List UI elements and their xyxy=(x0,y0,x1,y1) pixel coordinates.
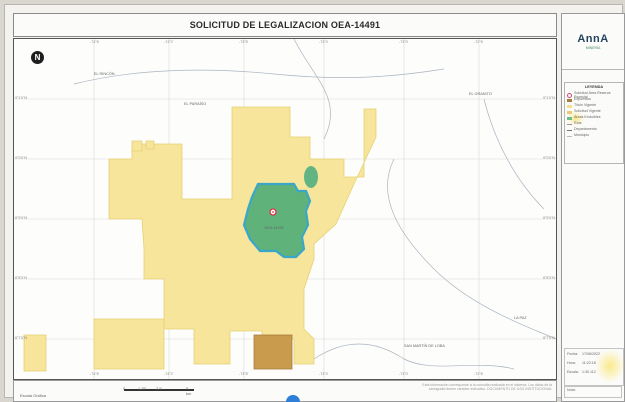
left-tick: 9°1'0"N xyxy=(15,96,27,100)
legend-item: Solicitud Área Reserva Especial xyxy=(565,91,623,99)
logo-text: AnnA xyxy=(577,33,609,45)
legend-item: Departamento xyxy=(565,127,623,134)
legend-swatch xyxy=(567,136,572,137)
pending-request-area xyxy=(253,334,293,370)
right-tick: 9°0'0"N xyxy=(543,156,555,160)
legend-item: Expuestos xyxy=(565,97,623,104)
map-canvas: OEA-14491 EL RINCÓN EL GRANITO LA PAZ SA… xyxy=(14,39,556,379)
place-label: EL PARAÍSO xyxy=(184,102,206,106)
info-row: Escala: 1:30.112 xyxy=(567,369,596,374)
bottom-tick: -73°8' xyxy=(239,372,249,376)
bottom-tick: -74°6' xyxy=(90,372,100,376)
note-box: Nota: xyxy=(564,386,622,398)
scale-label: 5 km xyxy=(186,386,192,396)
legend-swatch xyxy=(567,104,572,108)
map-frame[interactable]: OEA-14491 EL RINCÓN EL GRANITO LA PAZ SA… xyxy=(13,38,557,380)
right-tick: 8°8'0"N xyxy=(543,276,555,280)
left-tick: 8°7'0"N xyxy=(15,336,27,340)
legend-swatch xyxy=(567,130,572,131)
bottom-tick: -73°4' xyxy=(319,372,329,376)
map-footer: Escala Gráfica 0 1,25 2,5 5 km Esta info… xyxy=(13,380,557,402)
bottom-tick: -72°6' xyxy=(474,372,484,376)
map-sheet: SOLICITUD DE LEGALIZACION OEA-14491 xyxy=(4,4,625,402)
left-tick: 8°9'0"N xyxy=(15,216,27,220)
legend-swatch xyxy=(567,92,572,98)
legend-label: Expuestos xyxy=(574,97,591,101)
place-label: EL RINCÓN xyxy=(94,71,115,76)
legend-swatch xyxy=(567,124,572,125)
legend-item: Áreas Excluibles xyxy=(565,115,623,122)
bottom-tick: -74°2' xyxy=(164,372,174,376)
legend-label: Solicitud Área Reserva Especial xyxy=(574,91,611,99)
left-tick: 9°0'0"N xyxy=(15,156,27,160)
disclaimer-note: Esta información corresponde a la consul… xyxy=(422,383,552,391)
legend-item: Municipio xyxy=(565,133,623,140)
left-tick: 8°8'0"N xyxy=(15,276,27,280)
top-tick: -73°4' xyxy=(319,40,329,44)
top-tick: -73°8' xyxy=(239,40,249,44)
map-title: SOLICITUD DE LEGALIZACION OEA-14491 xyxy=(13,13,557,37)
place-label: SAN MARTÍN DE LOBA xyxy=(404,344,445,348)
legend-item: Título Vigente xyxy=(565,103,623,110)
scale-label: 2,5 xyxy=(156,386,162,391)
scale-caption: Escala Gráfica xyxy=(20,393,47,398)
top-tick: -74°2' xyxy=(164,40,174,44)
legend-item: Solicitud Vigente xyxy=(565,109,623,116)
legend-label: Ríos xyxy=(574,121,582,125)
legend-swatch xyxy=(567,110,572,114)
scale-bar: 0 1,25 2,5 5 km xyxy=(123,386,194,396)
top-tick: -72°6' xyxy=(474,40,484,44)
municipio-lines xyxy=(73,39,556,370)
mining-titles xyxy=(23,106,377,372)
agency-logo: AnnA MINERÍA xyxy=(562,14,624,70)
right-tick: 8°7'0"N xyxy=(543,336,555,340)
logo-subtitle: MINERÍA xyxy=(585,46,601,50)
request-polygon[interactable] xyxy=(242,182,312,259)
info-row: Hora: 11:22:18 xyxy=(567,360,596,365)
highlight-mark xyxy=(595,349,625,383)
info-box: Fecha: 17/06/2022 Hora: 11:22:18 Escala:… xyxy=(564,348,625,386)
legend-swatch xyxy=(567,116,572,120)
bottom-tick: -73°0' xyxy=(399,372,409,376)
legend-item: Ríos xyxy=(565,121,623,128)
scale-label: 0 xyxy=(123,386,126,391)
request-label: OEA-14491 xyxy=(264,226,284,230)
legend-label: Municipio xyxy=(574,133,590,137)
place-label: EL GRANITO xyxy=(469,92,492,96)
legend-label: Departamento xyxy=(574,127,597,131)
cursor-blob xyxy=(286,395,300,402)
legend-label: Áreas Excluibles xyxy=(574,115,601,119)
place-label: LA PAZ xyxy=(514,316,527,320)
north-arrow-icon: N xyxy=(31,51,44,64)
scale-label: 1,25 xyxy=(138,386,146,391)
side-panel: AnnA MINERÍA LEYENDA Solicitud Área Rese… xyxy=(561,13,625,402)
right-tick: 8°9'0"N xyxy=(543,216,555,220)
request-pin-icon[interactable] xyxy=(269,208,277,216)
legend-swatch xyxy=(567,98,572,102)
info-row: Fecha: 17/06/2022 xyxy=(567,351,600,356)
legend-title: LEYENDA xyxy=(584,85,604,89)
top-tick: -74°6' xyxy=(90,40,100,44)
top-tick: -73°0' xyxy=(399,40,409,44)
excluded-area xyxy=(304,166,318,188)
legend-label: Título Vigente xyxy=(574,103,597,107)
right-tick: 9°1'0"N xyxy=(543,96,555,100)
legend-label: Solicitud Vigente xyxy=(574,109,601,113)
